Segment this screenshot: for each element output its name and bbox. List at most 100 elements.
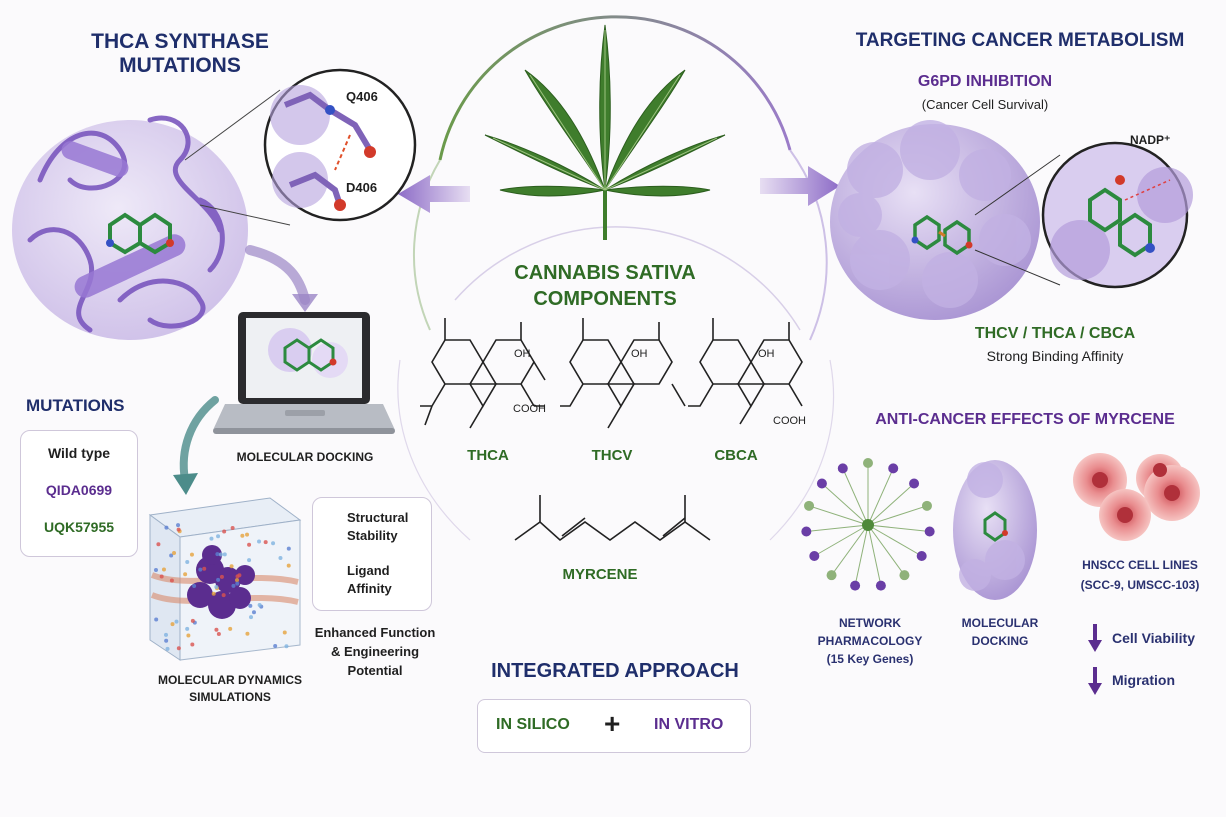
md-particle xyxy=(169,553,174,558)
md-particle xyxy=(229,564,234,569)
approach-title: INTEGRATED APPROACH xyxy=(491,660,739,682)
cancer-cells-icon xyxy=(1073,453,1200,541)
nadp-label: NADP⁺ xyxy=(1130,133,1171,147)
md-particle xyxy=(216,632,221,637)
md-particle xyxy=(245,532,250,537)
md-particle xyxy=(231,583,236,588)
network-node xyxy=(801,526,812,537)
mutations-heading: MUTATIONS xyxy=(26,396,125,415)
myrcene-docking-label: MOLECULAR DOCKING xyxy=(945,614,1055,650)
network-node xyxy=(804,500,815,511)
md-particle xyxy=(284,644,289,649)
g6pd-title: G6PD INHIBITION xyxy=(917,73,1053,90)
compound-thcv: THCV xyxy=(591,447,633,464)
md-particle xyxy=(286,563,291,568)
md-particle xyxy=(189,552,194,557)
thcv-structure xyxy=(560,318,686,429)
network-graph xyxy=(801,458,935,591)
md-particle xyxy=(154,617,159,622)
md-particle xyxy=(185,626,190,631)
myrcene-structure xyxy=(514,495,711,542)
compound-cbca: CBCA xyxy=(714,447,758,464)
md-particles xyxy=(153,523,291,651)
md-particle xyxy=(257,539,262,544)
network-node xyxy=(924,526,935,537)
md-particle xyxy=(247,542,252,547)
network-hub-node xyxy=(862,519,874,531)
md-particle xyxy=(176,646,181,651)
cannabis-leaf-icon xyxy=(484,24,726,240)
enhanced-function-text: Enhanced Function & Engineering Potentia… xyxy=(305,623,445,680)
md-particle xyxy=(247,558,252,563)
network-label: NETWORK PHARMACOLOGY (15 Key Genes) xyxy=(800,614,940,668)
md-particle xyxy=(190,618,195,623)
molecular-docking-label: MOLECULAR DOCKING xyxy=(236,450,374,464)
outcome-migration: Migration xyxy=(1112,672,1175,688)
md-particle xyxy=(221,593,226,598)
network-node xyxy=(899,570,910,581)
network-line2: PHARMACOLOGY xyxy=(817,634,923,648)
md-particle xyxy=(159,574,164,579)
right-title: TARGETING CANCER METABOLISM xyxy=(855,30,1185,51)
compound-myrcene: MYRCENE xyxy=(562,566,638,583)
binding-text: Strong Binding Affinity xyxy=(986,348,1124,364)
effect-1-line1: Structural xyxy=(347,510,409,525)
md-particle xyxy=(165,646,170,651)
binders-label: THCV / THCA / CBCA xyxy=(974,325,1136,342)
network-node xyxy=(909,478,920,489)
myrcene-effects-title: ANTI-CANCER EFFECTS OF MYRCENE xyxy=(875,411,1175,428)
md-label-line2: SIMULATIONS xyxy=(189,690,271,704)
md-particle xyxy=(219,574,224,579)
md-particle xyxy=(235,581,240,586)
in-silico-label: IN SILICO xyxy=(496,716,570,733)
thca-synthase-protein xyxy=(12,115,248,340)
md-particle xyxy=(273,644,278,649)
thcv-oh-label: OH xyxy=(631,348,648,360)
residue-label-q406: Q406 xyxy=(346,89,378,104)
md-particle xyxy=(186,633,191,638)
md-particle xyxy=(190,642,195,647)
md-particle xyxy=(240,533,245,538)
g6pd-protein xyxy=(830,120,1040,320)
nadp-zoom xyxy=(1050,167,1193,280)
md-particle xyxy=(282,630,287,635)
g6pd-subtitle: (Cancer Cell Survival) xyxy=(921,97,1049,112)
md-simulation-box xyxy=(148,497,302,661)
md-particle xyxy=(202,566,207,571)
md-particle xyxy=(209,536,214,541)
md-particle xyxy=(248,603,253,608)
md-particle xyxy=(249,615,254,620)
effect-1-line2: Stability xyxy=(347,528,398,543)
myrcene-docking-protein xyxy=(953,460,1037,600)
left-title-line1: THCA SYNTHASE xyxy=(91,30,269,53)
cbca-oh-label: OH xyxy=(758,348,775,360)
network-line1: NETWORK xyxy=(839,616,901,630)
network-node xyxy=(850,580,861,591)
md-particle xyxy=(169,578,174,583)
md-particle xyxy=(161,567,166,572)
md-particle xyxy=(164,638,169,643)
md-particle xyxy=(163,632,168,637)
effect-2-line2: Affinity xyxy=(347,581,392,596)
md-particle xyxy=(286,546,291,551)
md-particle xyxy=(174,619,179,624)
md-particle xyxy=(183,572,188,577)
md-particle xyxy=(245,631,250,636)
md-particle xyxy=(222,529,227,534)
hnscc-label: HNSCC CELL LINES (SCC-9, UMSCC-103) xyxy=(1060,555,1220,595)
md-particle xyxy=(235,578,240,583)
arrow-right-icon xyxy=(760,166,840,206)
md-particle xyxy=(164,525,169,530)
docking-line1: MOLECULAR xyxy=(961,616,1039,630)
md-particle xyxy=(278,556,283,561)
plus-sign: + xyxy=(604,708,621,739)
network-node xyxy=(816,478,827,489)
outcome-cell-viability: Cell Viability xyxy=(1112,630,1195,646)
network-node xyxy=(863,458,873,468)
effect-ligand-affinity: Ligand Affinity xyxy=(347,562,392,598)
thca-cooh-label: COOH xyxy=(513,403,546,415)
network-node xyxy=(916,551,927,561)
network-node xyxy=(826,570,837,581)
center-title-line1: CANNABIS SATIVA xyxy=(514,262,696,284)
